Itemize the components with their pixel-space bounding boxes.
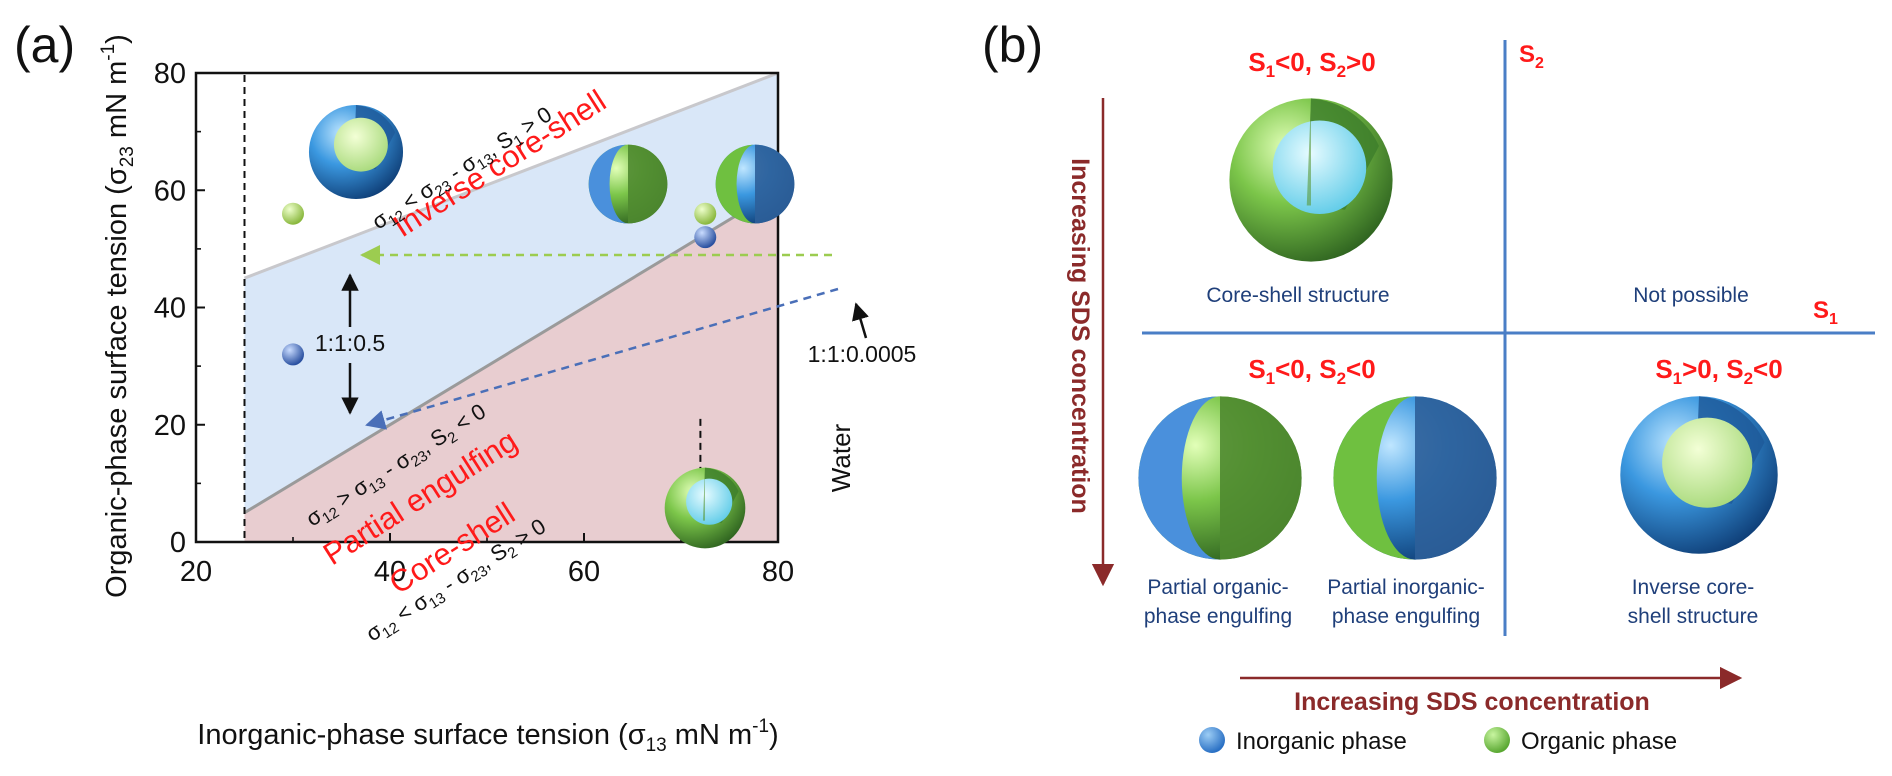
inverse-core-shell-sphere [308, 104, 404, 200]
blue-data-point [694, 226, 717, 249]
x-axis-ticks: 20 40 60 80 [180, 533, 794, 588]
x-tick-label: 60 [568, 556, 600, 588]
y-axis-label: Organic-phase surface tension (σ23 mN m-… [98, 34, 138, 598]
water-label: Water [826, 423, 856, 492]
y-tick-label: 20 [154, 410, 186, 442]
horizontal-sds-label: Increasing SDS concentration [1294, 688, 1650, 716]
s2-axis-label: S2 [1519, 41, 1544, 72]
legend-inorganic-label: Inorganic phase [1236, 728, 1407, 755]
not-possible-label: Not possible [1633, 284, 1749, 307]
inverse-structure-label-line2: shell structure [1628, 605, 1759, 628]
y-tick-label: 0 [170, 527, 186, 559]
partial-inorganic-engulfing-sphere [1333, 396, 1497, 560]
core-shell-region [244, 190, 778, 542]
quadrant-bl-condition: S1<0, S2<0 [1248, 354, 1375, 388]
y-tick-label: 60 [154, 175, 186, 207]
s1-axis-label: S1 [1813, 297, 1838, 328]
y-tick-label: 40 [154, 293, 186, 325]
core-shell-structure-label: Core-shell structure [1206, 284, 1389, 307]
blue-data-point [282, 343, 304, 366]
inverse-core-shell-structure-sphere [1620, 396, 1778, 554]
green-data-point [694, 202, 717, 225]
ratio-label-2: 1:1:0.0005 [808, 341, 917, 367]
legend-organic-label: Organic phase [1521, 728, 1677, 755]
inverse-structure-label-line1: Inverse core- [1632, 576, 1755, 599]
core-shell-sphere [664, 467, 746, 549]
core-shell-structure-sphere [1229, 98, 1393, 262]
panel-b: (b) S2 S1 S1<0, S2>0 S1<0, S2<0 S1>0, S2… [982, 17, 1875, 755]
lower-boundary-line [243, 188, 779, 514]
partial-organic-label-line1: Partial organic- [1147, 576, 1288, 599]
partial-organic-label-line2: phase engulfing [1144, 605, 1292, 628]
x-axis-label: Inorganic-phase surface tension (σ13 mN … [197, 716, 778, 756]
partial-organic-sphere [588, 144, 668, 224]
legend: Inorganic phase Organic phase [1199, 727, 1677, 755]
y-tick-label: 80 [154, 58, 186, 90]
panel-a-label: (a) [14, 17, 75, 73]
partial-inorganic-label-line1: Partial inorganic- [1327, 576, 1485, 599]
data-points [282, 202, 717, 366]
vertical-sds-label: Increasing SDS concentration [1066, 158, 1094, 514]
quadrant-tl-condition: S1<0, S2>0 [1248, 47, 1375, 81]
panel-b-label: (b) [982, 17, 1043, 73]
x-tick-label: 40 [374, 556, 406, 588]
green-data-point [282, 202, 304, 225]
y-axis-ticks: 0 20 40 60 80 [154, 58, 205, 559]
partial-inorganic-label-line2: phase engulfing [1332, 605, 1480, 628]
partial-inorganic-sphere [715, 144, 795, 224]
quadrant-br-condition: S1>0, S2<0 [1655, 354, 1782, 388]
x-tick-label: 20 [180, 556, 212, 588]
legend-inorganic-swatch [1199, 727, 1225, 753]
x-tick-label: 80 [762, 556, 794, 588]
upper-boundary-line [243, 71, 779, 280]
partial-organic-engulfing-sphere [1138, 396, 1302, 560]
water-ratio-arrow [852, 302, 869, 339]
ratio-label-1: 1:1:0.5 [315, 330, 385, 356]
blue-dashed-arrow [365, 287, 839, 430]
legend-organic-swatch [1484, 727, 1510, 753]
